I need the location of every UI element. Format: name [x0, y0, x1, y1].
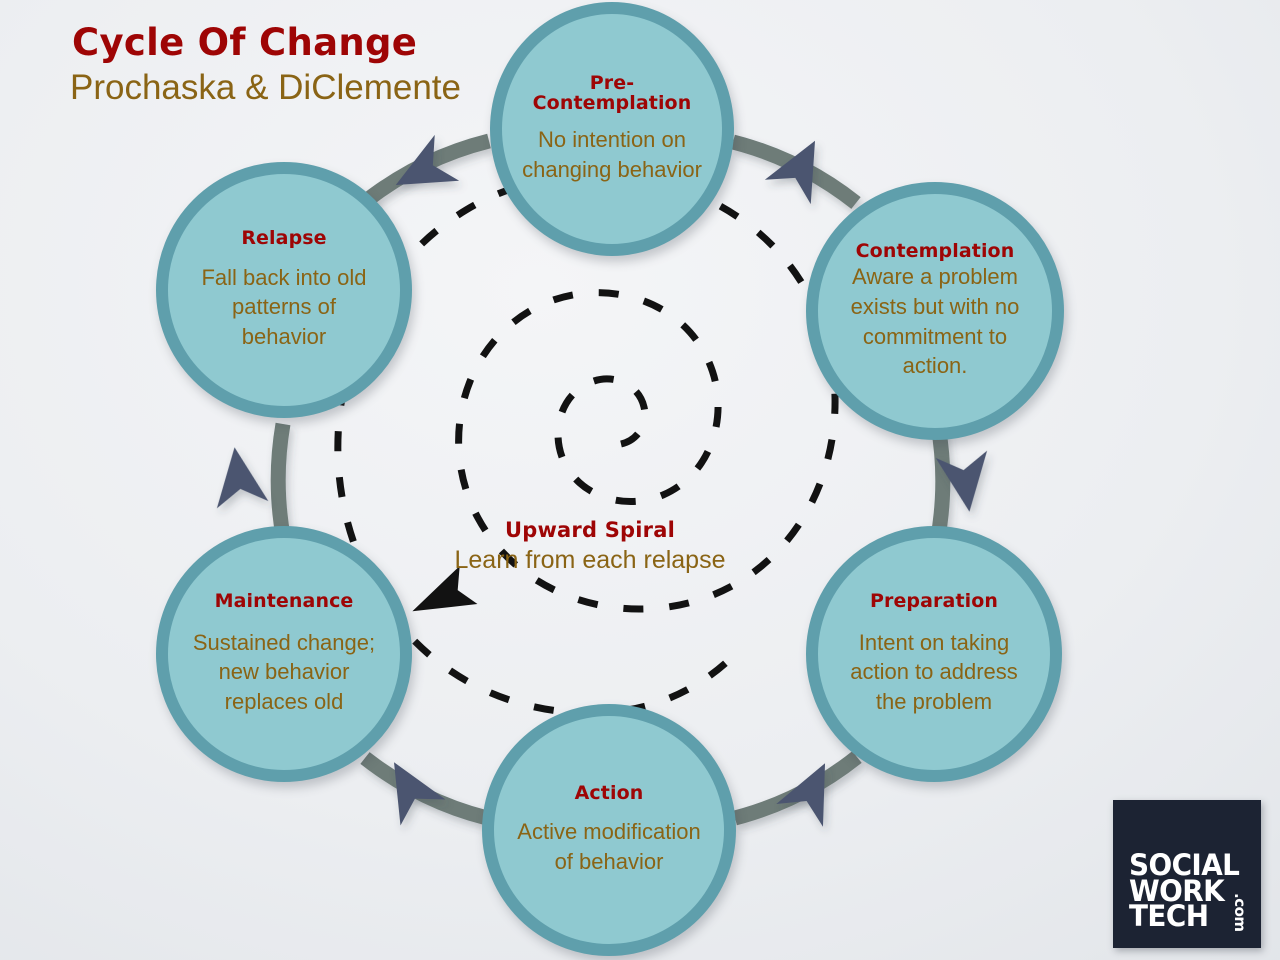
stage-title-line-1: Pre-: [589, 72, 635, 95]
stage-title-action: Action: [574, 782, 644, 805]
arc-contemplation-to-preparation: [930, 423, 951, 539]
stage-title-relapse: Relapse: [241, 227, 327, 250]
stage-circle-pre-contemplation[interactable]: Pre- Contemplation No intention on chang…: [490, 2, 734, 256]
logo-dotcom-suffix: .com: [1231, 893, 1249, 932]
stage-description-action: Active modification of behavior: [517, 819, 701, 875]
page-title-block: Cycle Of Change Prochaska & DiClemente: [70, 21, 461, 109]
arc-maintenance-to-relapse: [270, 422, 291, 538]
stage-circle-maintenance[interactable]: Maintenance Sustained change; new behavi…: [156, 526, 412, 782]
arrowhead-top-right-icon: [764, 140, 816, 205]
stage-title-preparation: Preparation: [869, 590, 999, 613]
logo-line-work: WORK: [1129, 873, 1225, 908]
arrowhead-bottom-left-icon: [394, 762, 446, 826]
stage-circle-contemplation[interactable]: Contemplation Aware a problem exists but…: [806, 182, 1064, 440]
page-title: Cycle Of Change: [72, 21, 418, 64]
arrowhead-right-icon: [935, 450, 988, 512]
arrowhead-bottom-right-icon: [776, 763, 826, 827]
stage-title-line-2: Contemplation: [532, 92, 692, 115]
stage-description-preparation: Intent on taking action to address the p…: [850, 629, 1018, 714]
stage-title-maintenance: Maintenance: [214, 590, 354, 613]
logo-wordmark: SOCIAL WORK TECH: [1129, 848, 1244, 934]
stage-description-relapse: Fall back into old patterns of behavior: [201, 264, 367, 349]
cycle-arrowheads: [216, 134, 988, 827]
spiral-path: [334, 171, 839, 717]
stage-description-pre-contemplation: No intention on changing behavior: [522, 127, 702, 183]
logo-line-social: SOCIAL: [1129, 848, 1240, 883]
stage-title-pre-contemplation: Pre- Contemplation: [533, 73, 692, 113]
arrowhead-top-left-icon: [395, 134, 460, 186]
upward-spiral: [334, 171, 839, 717]
stage-circle-relapse[interactable]: Relapse Fall back into old patterns of b…: [156, 162, 412, 418]
page-subtitle: Prochaska & DiClemente: [70, 67, 461, 107]
stage-description-maintenance: Sustained change; new behavior replaces …: [192, 629, 376, 714]
stage-circle-preparation[interactable]: Preparation Intent on taking action to a…: [806, 526, 1062, 782]
arrowhead-left-icon: [216, 447, 269, 509]
stage-circle-action[interactable]: Action Active modification of behavior: [482, 704, 736, 956]
spiral-arrowhead: [412, 565, 478, 612]
logo-line-tech: TECH: [1129, 899, 1209, 934]
stage-description-contemplation: Aware a problem exists but with no commi…: [850, 264, 1020, 379]
stage-title-contemplation: Contemplation: [855, 240, 1015, 263]
spiral-arrowhead-icon: [412, 565, 478, 612]
social-work-tech-logo[interactable]: SOCIAL WORK TECH .com: [1113, 800, 1261, 948]
